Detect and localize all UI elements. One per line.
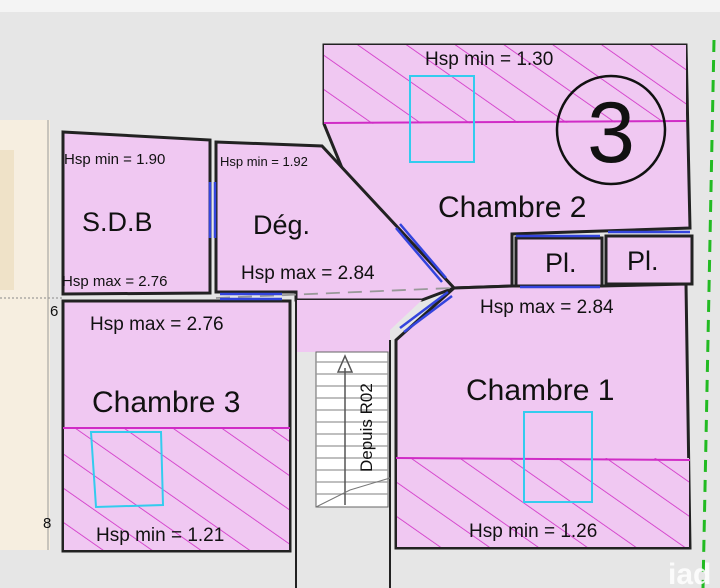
chambre-1-hsp-max: Hsp max = 2.84 bbox=[480, 297, 614, 318]
sdb-hsp-min: Hsp min = 1.90 bbox=[64, 151, 165, 168]
stairwell bbox=[315, 351, 389, 508]
roof-dashed-line bbox=[215, 287, 453, 299]
chambre-1-name: Chambre 1 bbox=[466, 374, 614, 407]
chambre-3-skylight bbox=[89, 431, 165, 509]
stair-steps bbox=[316, 361, 388, 495]
margin-number-8: 8 bbox=[43, 515, 51, 532]
landing bbox=[296, 300, 422, 352]
chambre-3-hsp-max: Hsp max = 2.76 bbox=[90, 314, 224, 335]
room-sdb bbox=[61, 130, 212, 296]
room-placard-2 bbox=[604, 234, 694, 286]
chambre-2-hsp-min: Hsp min = 1.30 bbox=[425, 49, 553, 70]
chambre-2-skylight bbox=[409, 75, 475, 163]
sdb-hsp-max: Hsp max = 2.76 bbox=[62, 273, 167, 290]
chambre-3-name: Chambre 3 bbox=[92, 386, 240, 419]
chambre-3-sloped-zone bbox=[64, 428, 289, 550]
chambre-1-hsp-min: Hsp min = 1.26 bbox=[469, 521, 597, 542]
plot-boundary-line bbox=[701, 39, 716, 588]
chambre-2-slope-line bbox=[323, 120, 687, 124]
left-margin-shade bbox=[0, 150, 14, 290]
margin-number-6: 6 bbox=[50, 303, 58, 320]
placard-2-name: Pl. bbox=[627, 246, 659, 276]
stair-arrow-head bbox=[336, 354, 354, 373]
chambre-2-sloped-zone bbox=[324, 45, 686, 124]
level-badge-circle bbox=[555, 74, 667, 186]
stair-label: Depuis R02 bbox=[357, 383, 376, 472]
chambre-1-skylight bbox=[523, 411, 593, 503]
watermark: iad bbox=[668, 558, 711, 588]
chambre-3-hsp-min: Hsp min = 1.21 bbox=[96, 525, 224, 546]
stair-turn bbox=[315, 477, 391, 508]
openings bbox=[208, 182, 690, 333]
chambre-2-name: Chambre 2 bbox=[438, 191, 586, 224]
deg-hsp-max: Hsp max = 2.84 bbox=[241, 263, 375, 284]
level-badge: 3 bbox=[587, 85, 635, 181]
chambre-1-slope-line bbox=[395, 457, 691, 461]
deg-hsp-min: Hsp min = 1.92 bbox=[220, 154, 308, 169]
top-edge-strip bbox=[0, 0, 720, 12]
deg-name: Dég. bbox=[253, 210, 310, 240]
sdb-name: S.D.B bbox=[82, 207, 153, 237]
placard-1-name: Pl. bbox=[545, 248, 577, 278]
